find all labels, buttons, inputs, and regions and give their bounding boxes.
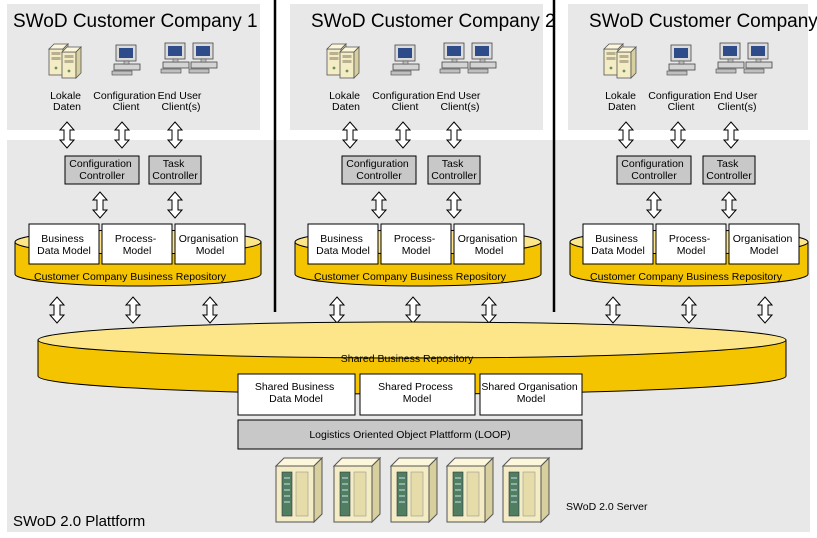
server-icon	[502, 457, 550, 523]
business-data-model-box	[582, 223, 654, 265]
shared-organisation-model-label: Shared Organisation Model	[481, 381, 580, 405]
shared-business-data-model-label: Shared Business Data Model	[255, 381, 337, 405]
loop-platform-label: Logistics Oriented Object Plattform (LOO…	[309, 429, 510, 441]
customer-repository-label: Customer Company Business Repository	[590, 271, 783, 283]
company-title: SWoD Customer Company 2	[311, 11, 556, 32]
business-data-model-box	[307, 223, 379, 265]
organisation-model-box	[174, 223, 246, 265]
task-controller	[702, 155, 756, 185]
organisation-model-box	[728, 223, 800, 265]
server-label: SWoD 2.0 Server	[566, 501, 648, 513]
business-data-model-label: Business Data Model	[37, 233, 91, 257]
business-data-model-box	[28, 223, 100, 265]
server-icon	[333, 457, 381, 523]
local-data-servers	[326, 43, 360, 79]
enduser-client-label: End User Client(s)	[437, 90, 484, 113]
local-data-servers	[48, 43, 82, 79]
shared-business-data-model-box	[237, 373, 356, 416]
task-controller	[427, 155, 481, 185]
process-model-box	[101, 223, 173, 265]
loop-platform-box	[237, 419, 583, 450]
server-icon	[275, 457, 323, 523]
configuration-controller	[616, 155, 692, 185]
configuration-controller-label: Configuration Controller	[346, 158, 411, 182]
company-title: SWoD Customer Company n	[589, 11, 817, 32]
business-data-model-label: Business Data Model	[316, 233, 370, 257]
task-controller-label: Task Controller	[706, 158, 752, 182]
local-data-servers	[603, 43, 637, 79]
company-2-section: SWoD Customer Company 2 Lokale Daten Con…	[294, 11, 556, 324]
customer-repository-label: Customer Company Business Repository	[34, 271, 227, 283]
shared-repository-cylinder	[37, 321, 787, 395]
enduser-client-label: End User Client(s)	[714, 90, 761, 113]
config-client-label: Configuration Client	[93, 90, 158, 113]
enduser-client-label: End User Client(s)	[158, 90, 205, 113]
shared-process-model-box	[359, 373, 476, 416]
task-controller-label: Task Controller	[431, 158, 477, 182]
local-data-label: Lokale Daten	[605, 90, 639, 113]
shared-process-model-label: Shared Process Model	[378, 381, 456, 405]
server-icon	[390, 457, 438, 523]
configuration-controller-label: Configuration Controller	[621, 158, 686, 182]
organisation-model-label: Organisation Model	[179, 233, 241, 257]
organisation-model-label: Organisation Model	[458, 233, 520, 257]
customer-repository-label: Customer Company Business Repository	[314, 271, 507, 283]
process-model-label: Process- Model	[394, 233, 438, 257]
server-farm	[275, 457, 550, 523]
local-data-label: Lokale Daten	[50, 90, 84, 113]
task-controller-label: Task Controller	[152, 158, 198, 182]
organisation-model-box	[453, 223, 525, 265]
configuration-controller	[64, 155, 140, 185]
config-client-label: Configuration Client	[372, 90, 437, 113]
task-controller	[148, 155, 202, 185]
company-title: SWoD Customer Company 1	[13, 11, 258, 32]
process-model-label: Process- Model	[669, 233, 713, 257]
shared-organisation-model-box	[479, 373, 583, 416]
server-icon	[446, 457, 494, 523]
configuration-controller	[341, 155, 417, 185]
config-client-label: Configuration Client	[648, 90, 713, 113]
process-model-box	[380, 223, 452, 265]
company-n-section: SWoD Customer Company n Lokale Daten Con…	[569, 11, 817, 324]
organisation-model-label: Organisation Model	[733, 233, 795, 257]
local-data-label: Lokale Daten	[329, 90, 363, 113]
shared-repository-label: Shared Business Repository	[341, 353, 474, 365]
configuration-controller-label: Configuration Controller	[69, 158, 134, 182]
platform-label: SWoD 2.0 Plattform	[13, 513, 145, 530]
company-1-section: SWoD Customer Company 1 Lokale Daten Con…	[13, 11, 262, 324]
business-data-model-label: Business Data Model	[591, 233, 645, 257]
process-model-box	[655, 223, 727, 265]
process-model-label: Process- Model	[115, 233, 159, 257]
